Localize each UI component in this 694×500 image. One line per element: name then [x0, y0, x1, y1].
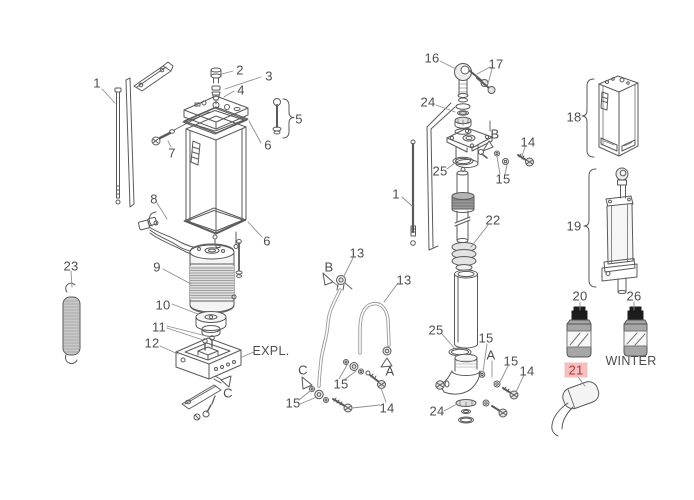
callout-13-right[interactable]: 13 [396, 272, 412, 288]
callout-23[interactable]: 23 [63, 258, 79, 274]
manifold-block [175, 337, 242, 384]
callout-3[interactable]: 3 [265, 68, 273, 84]
direction-arrow-c-block [220, 375, 232, 388]
callout-14-valve[interactable]: 14 [520, 134, 536, 150]
base-bracket [181, 384, 222, 421]
callout-expl: EXPL. [252, 343, 290, 358]
callout-7[interactable]: 7 [168, 145, 176, 161]
spring-22 [451, 242, 477, 271]
callout-25-bottom[interactable]: 25 [428, 322, 444, 338]
callout-4[interactable]: 4 [237, 82, 245, 98]
extension-spring [62, 282, 81, 365]
callout-1-left[interactable]: 1 [93, 75, 101, 91]
foot-fasteners [482, 380, 519, 418]
coupling-pulley [195, 311, 227, 337]
tie-rod-long [114, 77, 135, 208]
callout-13-left[interactable]: 13 [349, 245, 365, 261]
callout-12[interactable]: 12 [144, 335, 160, 351]
seal-stack-top [454, 97, 472, 135]
callout-15-foot-right[interactable]: 15 [503, 353, 519, 369]
callout-15-foot-left[interactable]: 15 [478, 330, 494, 346]
callout-6-bottom[interactable]: 6 [263, 233, 271, 249]
oil-bottle [566, 306, 592, 358]
callout-17[interactable]: 17 [488, 56, 504, 72]
callout-15-hose-left[interactable]: 15 [285, 395, 301, 411]
callout-22[interactable]: 22 [485, 212, 501, 228]
cylinder-foot [435, 353, 486, 395]
callout-24-top[interactable]: 24 [420, 94, 436, 110]
valve-head [446, 120, 494, 168]
filler-plug [210, 67, 222, 84]
cylinder-complete [583, 167, 638, 294]
callout-6-top[interactable]: 6 [264, 137, 272, 153]
rod-end-bearing [454, 63, 472, 98]
pump-unit-complete [581, 75, 639, 158]
callout-11[interactable]: 11 [151, 319, 167, 335]
callout-16[interactable]: 16 [424, 50, 440, 66]
capacitor [551, 381, 600, 437]
callout-winter: WINTER [605, 353, 657, 368]
bolt-5 [272, 98, 295, 139]
callout-c-block: C [223, 385, 233, 401]
leader-lines [70, 60, 635, 412]
callout-9[interactable]: 9 [153, 259, 161, 275]
callout-a-hose: A [385, 363, 395, 379]
callout-25-top[interactable]: 25 [432, 163, 448, 179]
mounting-rail [133, 61, 174, 92]
callout-5[interactable]: 5 [295, 111, 303, 127]
piston-rod [451, 170, 475, 243]
callout-a-foot: A [486, 347, 496, 363]
callout-15-valve[interactable]: 15 [495, 171, 511, 187]
callout-2[interactable]: 2 [236, 62, 244, 78]
tie-rod-mid [410, 102, 456, 251]
callout-14-hose[interactable]: 14 [379, 400, 395, 416]
hose-b [301, 272, 353, 413]
valve-fasteners [494, 150, 534, 167]
callout-1-mid[interactable]: 1 [392, 186, 400, 202]
callout-20[interactable]: 20 [572, 288, 588, 304]
callout-15-hose-mid[interactable]: 15 [333, 376, 349, 392]
callout-26[interactable]: 26 [626, 288, 642, 304]
callout-b-valve: B [490, 126, 500, 142]
bolts-17 [469, 70, 496, 94]
callout-c-hose: C [298, 362, 308, 378]
electric-motor [189, 238, 243, 318]
hose-a [343, 301, 393, 389]
callout-b-hose: B [324, 259, 334, 275]
callout-21[interactable]: 21 [564, 362, 588, 378]
cylinder-tube [454, 269, 478, 349]
seal-stack-bottom [455, 399, 477, 424]
oil-bottle-winter [623, 306, 648, 357]
callout-8[interactable]: 8 [150, 191, 158, 207]
callout-19[interactable]: 19 [566, 218, 582, 234]
callout-18[interactable]: 18 [566, 109, 582, 125]
callout-14-foot[interactable]: 14 [519, 363, 535, 379]
callout-10[interactable]: 10 [155, 297, 171, 313]
nut [211, 85, 221, 91]
top-plate [183, 95, 249, 134]
callout-24-bottom[interactable]: 24 [429, 403, 445, 419]
